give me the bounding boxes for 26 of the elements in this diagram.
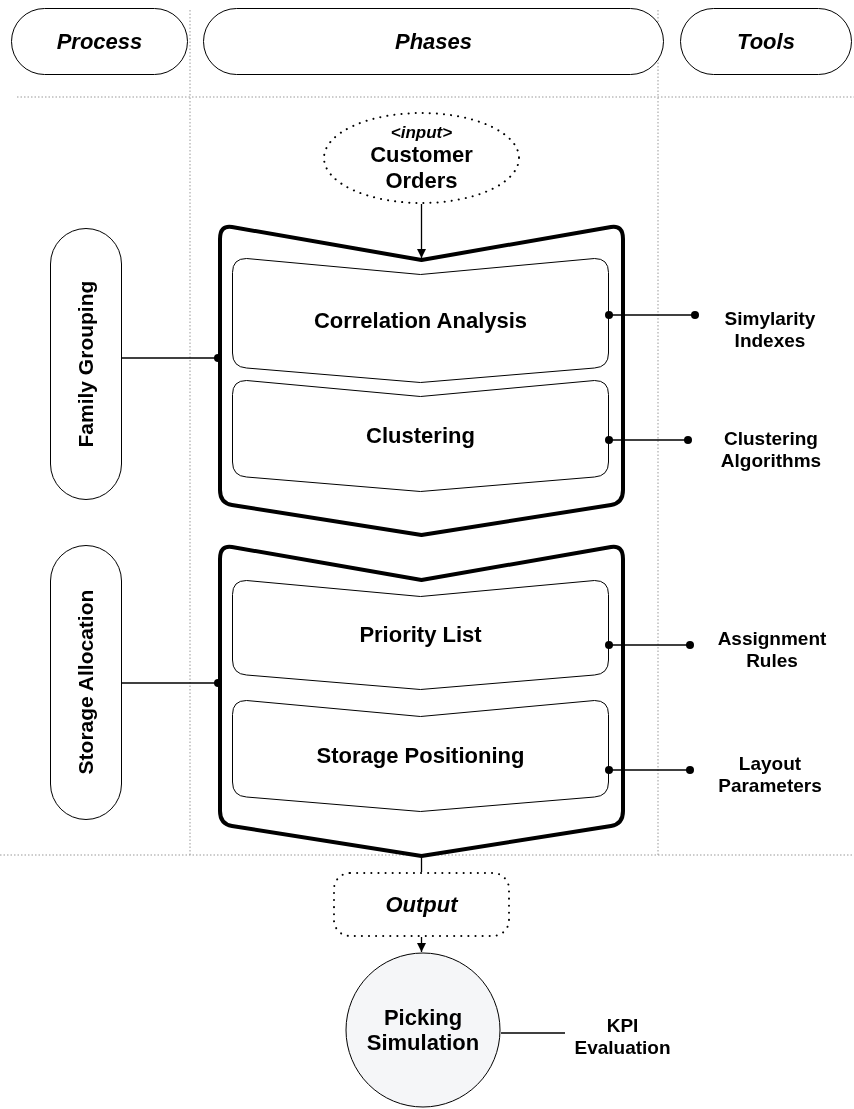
tool-label: Assignment Rules: [716, 628, 828, 672]
phase-label: Storage Positioning: [316, 743, 525, 769]
connector-line: [420, 857, 423, 873]
phase-label: Clustering: [366, 423, 475, 449]
column-header: Process: [56, 28, 143, 55]
phase-label: Correlation Analysis: [313, 307, 528, 334]
connector-line: [605, 766, 694, 774]
input-tag: <input>: [390, 122, 453, 143]
lane-label: Storage Allocation: [73, 590, 98, 775]
lane-label: Family Grouping: [73, 280, 98, 448]
arrow: [417, 936, 426, 953]
column-header: Tools: [737, 28, 795, 55]
tool-label: KPI Evaluation: [573, 1015, 672, 1059]
output-label: Output: [385, 891, 458, 918]
arrow: [417, 203, 426, 259]
node-label: Picking Simulation: [365, 1004, 481, 1056]
connector-line: [605, 641, 694, 649]
connector-line: [605, 436, 692, 444]
column-header: Phases: [394, 28, 473, 55]
connector-line: [500, 1032, 566, 1034]
phase-label: Priority List: [359, 622, 482, 648]
tool-label: Simylarity Indexes: [723, 308, 817, 352]
input-label: Customer Orders: [369, 142, 474, 194]
tool-label: Clustering Algorithms: [719, 428, 823, 472]
tool-label: Layout Parameters: [717, 753, 823, 797]
connector-line: [605, 311, 699, 319]
